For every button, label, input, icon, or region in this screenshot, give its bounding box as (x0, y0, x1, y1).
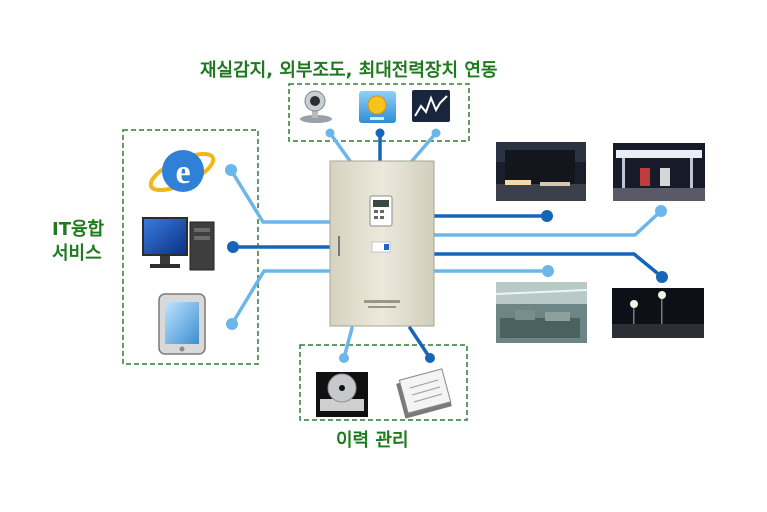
weather-sun-icon (359, 91, 396, 123)
stock-chart-icon (412, 90, 450, 122)
internet-explorer-icon: e (148, 150, 216, 193)
left-connections (225, 164, 332, 330)
document-clipboard-icon (396, 368, 452, 419)
top-icons-box (288, 83, 470, 142)
webcam-icon (300, 90, 332, 123)
smartphone-icon (158, 293, 206, 355)
bottom-icons-box (299, 344, 468, 421)
photo-gas-station (613, 143, 705, 201)
svg-text:e: e (175, 154, 190, 191)
disc-drive-icon (316, 372, 368, 417)
history-management-label: 이력 관리 (336, 430, 409, 451)
central-control-panel (329, 160, 435, 327)
it-service-label: IT융합 서비스 (52, 218, 104, 266)
photo-street-lights (612, 288, 704, 338)
photo-building-night (496, 142, 586, 201)
desktop-computer-icon (142, 217, 215, 271)
top-label: 재실감지, 외부조도, 최대전력장치 연동 (200, 60, 498, 81)
right-connections (431, 205, 668, 283)
photo-factory-interior (495, 282, 588, 343)
it-service-label-line2: 서비스 (52, 243, 102, 264)
it-service-label-line1: IT융합 (52, 219, 105, 240)
top-connections (325, 128, 441, 163)
bottom-connections (339, 326, 435, 363)
